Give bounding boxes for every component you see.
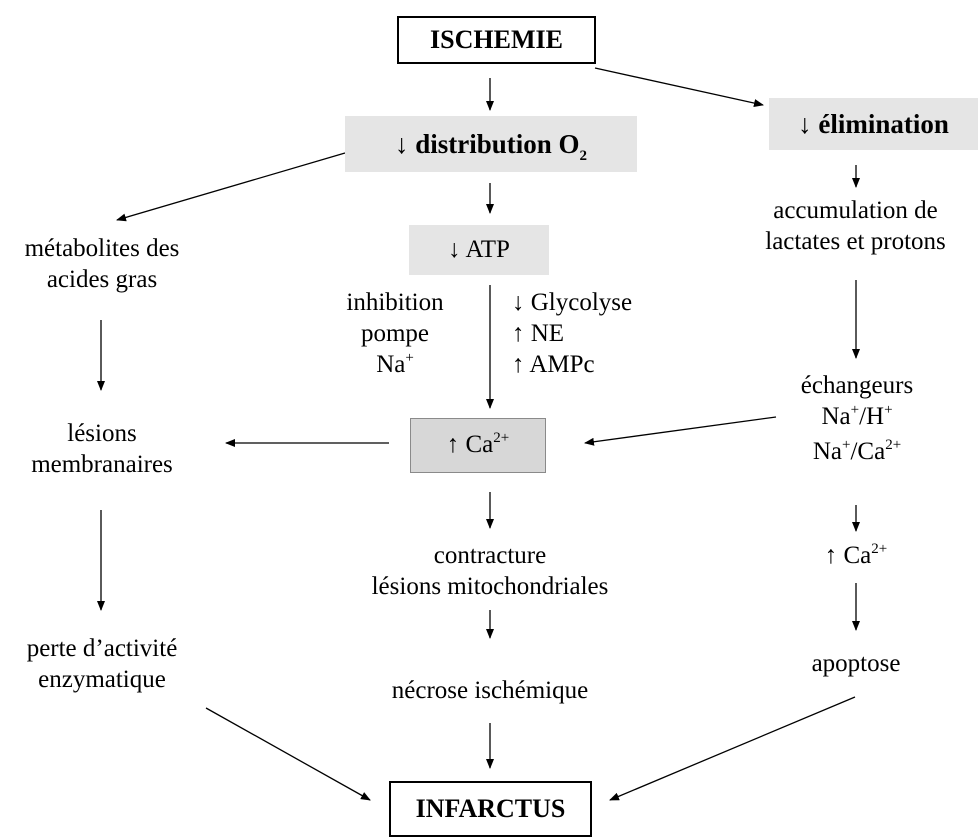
- arrow-ischemie-elimination: [594, 67, 764, 107]
- node-glycolyse-line3: ↑ AMPc: [512, 351, 595, 378]
- node-ca-center: ↑ Ca2+: [410, 418, 546, 473]
- node-metabolites-line2: acides gras: [46, 266, 158, 293]
- node-ca-right-sup: 2+: [871, 541, 888, 557]
- arrow-distribution-metabolites: [116, 152, 346, 222]
- arrow-perte-infarctus: [205, 707, 371, 801]
- node-echangeurs-title: échangeurs: [800, 372, 914, 399]
- node-echangeurs-line2: Na+/H+: [757, 401, 957, 436]
- node-perte-activite: perte d’activité enzymatique: [0, 633, 204, 695]
- node-inhibition-pompe: inhibition pompe Na+: [320, 287, 470, 384]
- node-distribution-label: ↓ distribution O: [394, 129, 580, 159]
- node-echangeurs-ca: /Ca: [850, 438, 886, 465]
- node-echangeurs-na2: Na: [812, 438, 842, 465]
- node-ischemie: ISCHEMIE: [397, 16, 596, 64]
- node-infarctus-label: INFARCTUS: [415, 794, 566, 823]
- node-accumulation-line1: accumulation de: [773, 197, 938, 224]
- node-glycolyse-line2: ↑ NE: [512, 320, 565, 347]
- node-glycolyse-line1: ↓ Glycolyse: [512, 289, 633, 316]
- node-ca-right-label: ↑ Ca: [824, 542, 872, 569]
- node-echangeurs-line3: Na+/Ca2+: [757, 436, 957, 471]
- node-echangeurs-na2-sup: +: [842, 437, 851, 453]
- node-inhibition-line1: inhibition: [346, 289, 444, 316]
- node-metabolites: métabolites des acides gras: [0, 233, 204, 295]
- node-inhibition-na: Na: [376, 351, 406, 378]
- node-glycolyse: ↓ Glycolyse ↑ NE ↑ AMPc: [512, 287, 702, 380]
- node-accumulation-line2: lactates et protons: [765, 228, 946, 255]
- node-lesions-line1: lésions: [67, 420, 137, 447]
- arrow-echangeurs-ca: [584, 416, 777, 446]
- node-ca-right: ↑ Ca2+: [796, 540, 916, 575]
- node-inhibition-na-sup: +: [405, 350, 414, 366]
- node-infarctus: INFARCTUS: [389, 781, 592, 837]
- node-perte-line1: perte d’activité: [26, 635, 178, 662]
- node-metabolites-line1: métabolites des: [24, 235, 180, 262]
- node-perte-line2: enzymatique: [38, 666, 166, 693]
- node-necrose: nécrose ischémique: [355, 675, 625, 706]
- node-echangeurs-ca-sup: 2+: [885, 437, 902, 453]
- node-inhibition-line2: pompe: [360, 320, 430, 347]
- node-ca-center-label: ↑ Ca: [446, 431, 494, 458]
- node-distribution-o2: ↓ distribution O2: [345, 116, 637, 172]
- node-elimination-label: ↓ élimination: [798, 109, 949, 139]
- arrow-apoptose-infarctus: [609, 696, 856, 801]
- node-echangeurs-na1: Na: [821, 403, 851, 430]
- node-accumulation: accumulation de lactates et protons: [733, 195, 978, 257]
- node-lesions-line2: membranaires: [31, 451, 173, 478]
- node-apoptose: apoptose: [796, 648, 916, 679]
- node-ca-center-sup: 2+: [493, 430, 510, 446]
- node-contracture-line2: lésions mitochondriales: [371, 573, 609, 600]
- node-atp-label: ↓ ATP: [448, 236, 510, 263]
- node-inhibition-line3: Na+: [320, 349, 470, 384]
- node-lesions-membranaires: lésions membranaires: [0, 418, 204, 480]
- node-ischemie-label: ISCHEMIE: [430, 25, 563, 54]
- node-apoptose-label: apoptose: [811, 650, 901, 677]
- node-elimination: ↓ élimination: [769, 98, 978, 150]
- node-necrose-label: nécrose ischémique: [391, 677, 589, 704]
- node-echangeurs-h-sup: +: [884, 402, 893, 418]
- node-contracture: contracture lésions mitochondriales: [330, 540, 650, 602]
- node-echangeurs: échangeurs Na+/H+ Na+/Ca2+: [757, 370, 957, 471]
- node-echangeurs-na1-sup: +: [850, 402, 860, 418]
- node-echangeurs-h: /H: [859, 403, 885, 430]
- node-contracture-line1: contracture: [433, 542, 547, 569]
- node-atp: ↓ ATP: [409, 225, 549, 275]
- node-distribution-sub: 2: [579, 148, 588, 164]
